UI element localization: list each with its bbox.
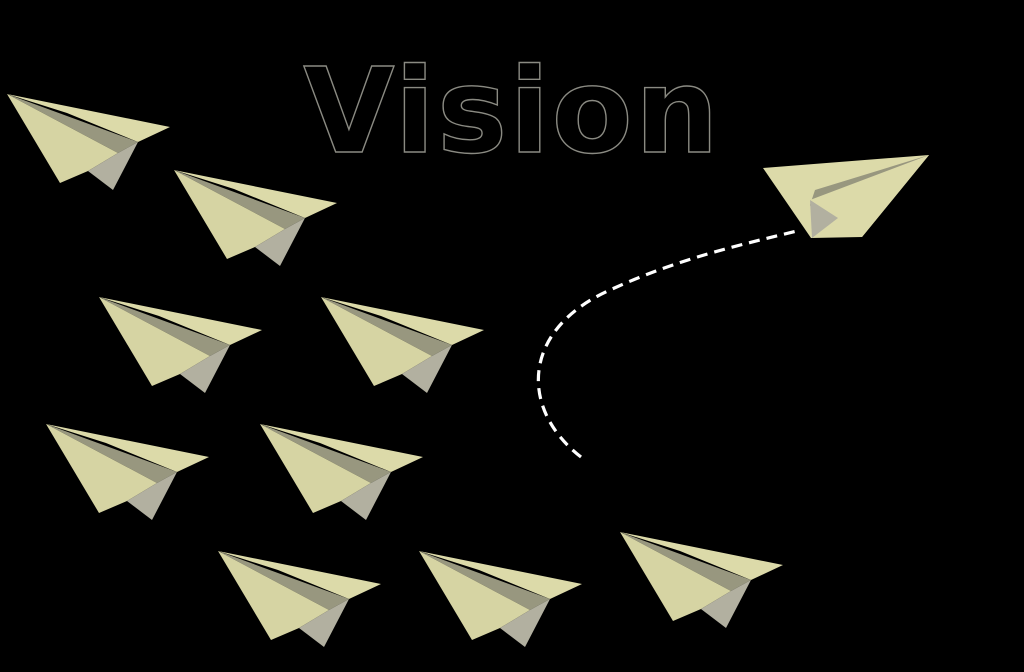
paper-plane-icon (321, 297, 484, 393)
leader-plane (763, 155, 929, 238)
slide-title: Vision (303, 42, 720, 180)
paper-plane-icon (620, 532, 783, 628)
paper-plane-icon (46, 424, 209, 520)
paper-plane-icon (99, 297, 262, 393)
paper-plane-icon (260, 424, 423, 520)
paper-plane-icon (174, 170, 337, 266)
flight-path-dashed (536, 229, 798, 459)
paper-plane-icon (7, 94, 170, 190)
paper-plane-icon (218, 551, 381, 647)
paper-plane-icon (419, 551, 582, 647)
